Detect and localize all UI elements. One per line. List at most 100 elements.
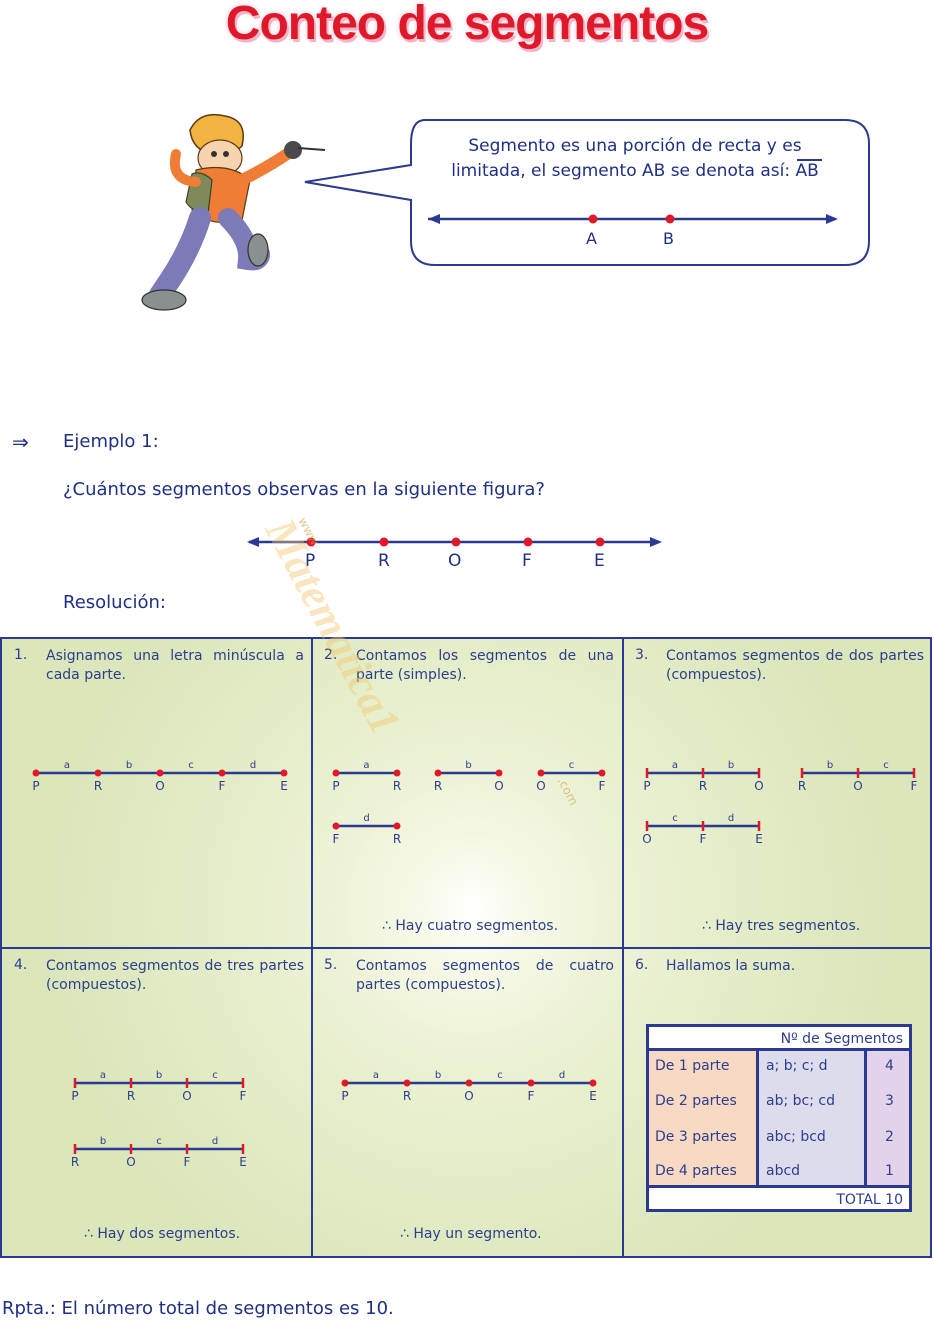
segment-part-label: b [126,760,132,771]
point-r [379,537,389,547]
right-arrowhead [826,214,838,224]
segment-point-label: E [589,1089,597,1103]
step-number: 5. [324,957,338,973]
segment-part-label: a [363,760,369,771]
definition-line-2: limitada, el segmento AB se denota así: … [420,159,850,184]
segment-point [598,769,606,777]
example-point-label: O [448,551,462,571]
count-column [867,1051,909,1185]
label-column [649,1051,759,1185]
grid-divider [2,947,930,949]
segment-point-label: P [341,1089,348,1103]
segment-part-label: d [363,813,369,824]
resolution-label: Resolución: [63,592,166,613]
segment-part-label: b [100,1136,106,1147]
page-title: Conteo de segmentos [225,0,709,50]
definition-text: Segmento es una porción de recta y es li… [420,134,850,184]
segment-point [32,769,40,777]
segment-point-label: O [464,1089,473,1103]
segment-part-label: b [728,760,734,771]
row-list: abc; bcd [766,1129,826,1145]
point-b [665,214,675,224]
left-arrowhead [247,537,259,547]
segment-part-label: a [672,760,678,771]
step-number: 2. [324,647,338,663]
segment-point-label: F [911,779,918,793]
segment-point [280,769,288,777]
point-label-a: A [586,229,597,248]
definition-line-2-text: limitada, el segmento AB se denota así: [451,161,796,181]
right-arrowhead [650,537,662,547]
segment-point-label: E [755,832,763,846]
example-point-label: R [378,551,390,571]
segment-point [332,769,340,777]
row-label: De 1 parte [655,1058,730,1074]
segment-point [218,769,226,777]
speech-bubble [304,119,870,266]
point-label-b: B [663,229,674,248]
step-text: Contamos los segmentos de una parte (sim… [356,648,614,683]
row-count: 2 [885,1129,894,1145]
segment-point [94,769,102,777]
segment-part-label: d [212,1136,218,1147]
table-total: TOTAL 10 [649,1185,909,1209]
step-conclusion: ∴ Hay un segmento. [400,1226,542,1242]
segment-point [403,1079,411,1087]
implies-arrow-icon: ⇒ [12,430,29,454]
segment-point-label: P [643,779,650,793]
table-header: Nº de Segmentos [649,1027,909,1051]
segment-part-label: d [250,760,256,771]
segment-point-label: R [94,779,102,793]
segment-point [341,1079,349,1087]
segment-point-label: F [528,1089,535,1103]
segment-part-label: a [373,1070,379,1081]
segment-point [465,1079,473,1087]
segment-point-label: R [798,779,806,793]
step-number: 1. [14,647,28,663]
example-point-label: P [305,551,316,571]
segment-point-label: R [127,1089,135,1103]
segment-point [332,822,340,830]
step-conclusion: ∴ Hay tres segmentos. [702,918,861,934]
step-text: Asignamos una letra minúscula a cada par… [46,648,304,683]
example-question: ¿Cuántos segmentos observas en la siguie… [63,479,545,500]
segment-point-label: R [434,779,442,793]
segment-point-label: F [599,779,606,793]
segment-part-label: d [728,813,734,824]
row-list: ab; bc; cd [766,1093,835,1109]
segment-point-label: E [280,779,288,793]
segment-point [537,769,545,777]
segment-point-label: O [155,779,164,793]
step-number: 3. [635,647,649,663]
segment-point [434,769,442,777]
segment-part-label: b [827,760,833,771]
segment-point-label: O [536,779,545,793]
point-f [523,537,533,547]
segment-point-label: P [71,1089,78,1103]
segment-point [589,1079,597,1087]
segment-point [156,769,164,777]
segment-point-label: R [403,1089,411,1103]
segment-point-label: O [182,1089,191,1103]
point-a [588,214,598,224]
row-label: De 4 partes [655,1163,737,1179]
segment-part-label: c [212,1070,218,1081]
segment-point-label: E [239,1155,247,1169]
segment-part-label: c [156,1136,162,1147]
segment-point-label: F [240,1089,247,1103]
point-e [595,537,605,547]
step-text: Hallamos la suma. [666,958,796,974]
summary-table: Nº de Segmentos De 1 parte a; b; c; d 4 … [646,1024,912,1212]
segment-part-label: c [883,760,889,771]
segment-point-label: P [332,779,339,793]
segment-part-label: d [559,1070,565,1081]
step-text: Contamos segmentos de dos partes (compue… [666,648,924,683]
row-label: De 2 partes [655,1093,737,1109]
step-number: 4. [14,957,28,973]
segment-point-label: R [393,779,401,793]
segment-part-label: c [497,1070,503,1081]
answer-text: Rpta.: El número total de segmentos es 1… [2,1298,394,1319]
segment-part-label: a [64,760,70,771]
point-p [306,537,316,547]
